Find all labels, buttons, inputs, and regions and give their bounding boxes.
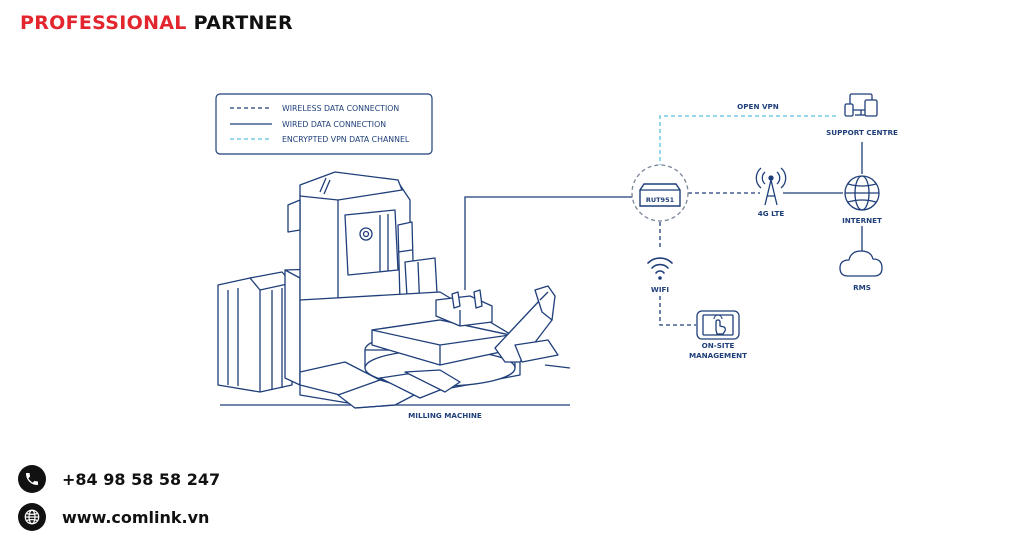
lte-label: 4G LTE	[758, 209, 785, 218]
cloud-icon	[839, 250, 883, 277]
phone-icon	[18, 465, 46, 493]
contact-website: www.comlink.vn	[18, 503, 209, 531]
onsite-label-2: MANAGEMENT	[689, 351, 747, 360]
milling-machine-label: MILLING MACHINE	[408, 411, 482, 420]
open-vpn-label: OPEN VPN	[737, 102, 779, 111]
legend-wireless-label: WIRELESS DATA CONNECTION	[282, 104, 399, 113]
onsite-tablet	[696, 310, 740, 340]
onsite-label-1: ON-SITE	[702, 341, 735, 350]
legend-wired-label: WIRED DATA CONNECTION	[282, 120, 386, 129]
legend-box	[215, 93, 433, 155]
brand-title-dark: PARTNER	[193, 12, 293, 34]
brand-title-red: PROFESSIONAL	[20, 12, 187, 34]
support-centre-devices	[844, 93, 878, 117]
contact-phone: +84 98 58 58 247	[18, 465, 220, 493]
phone-icon	[844, 103, 854, 117]
phone-number: +84 98 58 58 247	[62, 469, 221, 489]
router-label: RUT951	[646, 196, 675, 204]
milling-machine-illustration	[217, 171, 571, 409]
website-link[interactable]: www.comlink.vn	[62, 507, 210, 527]
rms-label: RMS	[853, 283, 871, 292]
vpn-router-support	[659, 115, 836, 168]
router-node: RUT951	[631, 164, 689, 222]
touch-hand-icon	[715, 319, 726, 335]
globe-icon	[18, 503, 46, 531]
internet-globe	[844, 175, 880, 211]
wired-machine-router	[464, 196, 636, 290]
legend-vpn-label: ENCRYPTED VPN DATA CHANNEL	[282, 135, 410, 144]
internet-label: INTERNET	[842, 216, 882, 225]
tower-icon	[764, 179, 778, 206]
support-centre-label: SUPPORT CENTRE	[826, 128, 898, 137]
brand-title: PROFESSIONAL PARTNER	[20, 12, 293, 34]
lte-tower	[755, 167, 787, 206]
tablet-icon	[864, 99, 878, 117]
wireless-wifi-onsite	[659, 296, 696, 326]
wifi-icon	[647, 257, 673, 280]
cabinet-left	[217, 277, 293, 393]
wifi-label: WIFI	[651, 285, 670, 294]
legend: WIRELESS DATA CONNECTION WIRED DATA CONN…	[215, 93, 433, 155]
